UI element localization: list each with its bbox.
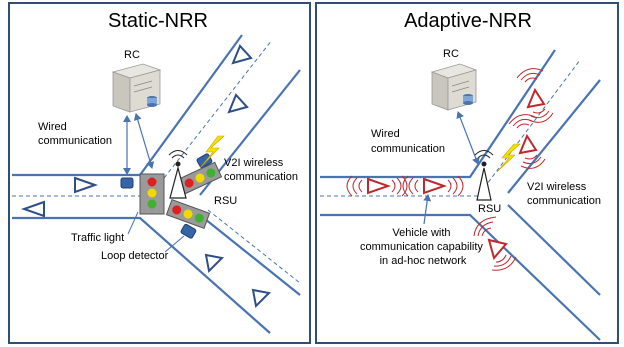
vehicle-icon xyxy=(251,288,272,309)
adaptive-vehicle-label: Vehicle with communication capability in… xyxy=(360,227,486,267)
traffic-light-icon xyxy=(139,173,165,215)
static-nrr-panel: Static-NRR xyxy=(8,2,311,344)
traffic-light-icon xyxy=(165,199,211,229)
vehicle-icon xyxy=(473,216,517,271)
adaptive-vehicle-line-3: in ad-hoc network xyxy=(380,255,467,267)
wired-arrow xyxy=(456,111,480,165)
static-v2i-label: V2I wireless communication xyxy=(224,157,298,183)
vehicle-icon xyxy=(204,253,225,274)
static-panel-title: Static-NRR xyxy=(108,10,208,32)
adaptive-v2i-label: V2I wireless communication xyxy=(527,181,601,207)
adaptive-nrr-panel: Adaptive-NRR xyxy=(315,2,619,344)
adaptive-roads xyxy=(320,49,601,341)
adaptive-panel-border xyxy=(315,2,619,344)
static-rc-label: RC xyxy=(124,49,140,61)
vehicle-icon xyxy=(516,68,554,123)
adaptive-wired-label: Wired communication xyxy=(371,128,445,155)
adaptive-panel-title: Adaptive-NRR xyxy=(404,10,532,32)
traffic-light-label: Traffic light xyxy=(71,232,124,244)
adaptive-rc-label: RC xyxy=(443,48,459,60)
rc-server-icon xyxy=(111,63,162,113)
traffic-light-pointer xyxy=(127,211,139,235)
loop-detector-pointer xyxy=(164,235,185,253)
lightning-icon xyxy=(496,143,521,173)
traffic-light-icon xyxy=(177,161,223,195)
vehicle-icon xyxy=(20,200,45,218)
adaptive-v2i-line-1: V2I wireless xyxy=(527,181,587,193)
vehicle-icon xyxy=(402,175,464,197)
static-vehicles xyxy=(20,44,272,309)
static-panel-border xyxy=(8,2,311,344)
static-rsu-label: RSU xyxy=(214,195,237,207)
adaptive-vehicle-line-2: communication capability xyxy=(360,241,483,253)
adaptive-v2i-line-2: communication xyxy=(527,195,601,207)
rc-server-icon xyxy=(430,63,478,111)
rsu-antenna-icon xyxy=(168,150,188,199)
adaptive-vehicles xyxy=(346,68,554,271)
vehicle-icon xyxy=(74,176,99,194)
adaptive-vehicle-line-1: Vehicle with xyxy=(392,227,450,239)
vehicle-icon xyxy=(231,44,253,65)
vehicle-icon xyxy=(508,114,546,169)
lightning-icon xyxy=(199,135,225,169)
loop-detector-icon xyxy=(180,223,197,239)
loop-detector-icon xyxy=(120,177,134,189)
loop-detector-label: Loop detector xyxy=(101,250,169,262)
vehicle-icon xyxy=(346,175,408,197)
vehicle-pointer xyxy=(423,194,432,225)
adaptive-rsu-label: RSU xyxy=(478,203,501,215)
static-wired-label: Wired communication xyxy=(38,121,112,147)
adaptive-wired-line-2: communication xyxy=(371,143,445,155)
static-wired-line-2: communication xyxy=(38,135,112,147)
rsu-antenna-icon xyxy=(474,150,494,201)
static-v2i-line-1: V2I wireless xyxy=(224,157,284,169)
static-v2i-line-2: communication xyxy=(224,171,298,183)
wired-arrow xyxy=(133,113,155,169)
vehicle-icon xyxy=(227,93,249,114)
static-wired-line-1: Wired xyxy=(38,121,67,133)
adaptive-wired-line-1: Wired xyxy=(371,128,400,140)
